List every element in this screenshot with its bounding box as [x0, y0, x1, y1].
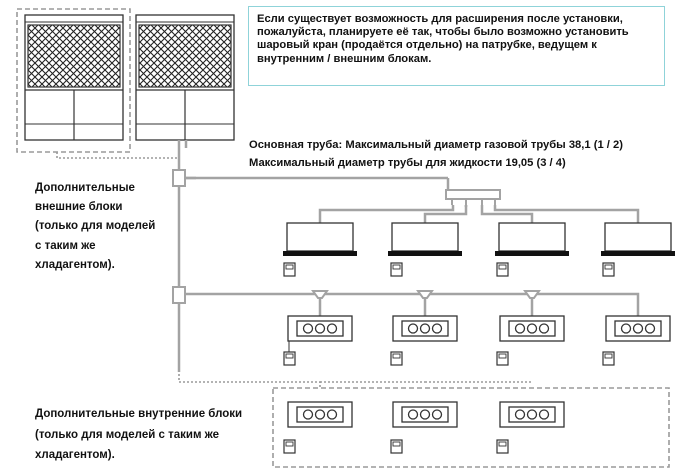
label-line: Дополнительные [35, 182, 135, 194]
indoor-cassette-unit-1 [287, 315, 353, 342]
additional-indoor-units-label: Дополнительные внутренние блоки (только … [35, 404, 242, 466]
optional-piping-dotted [56, 152, 532, 388]
note-line: шаровый кран (продаётся отдельно) на пат… [257, 39, 597, 52]
remote-controller-icon [283, 262, 615, 277]
label-line: внешние блоки [35, 201, 123, 214]
indoor-ceiling-unit-1 [281, 217, 359, 258]
label-line: Дополнительные внутренние блоки [35, 408, 243, 420]
label-line: с таким же [35, 239, 96, 252]
label-line: (только для моделей с таким же [35, 428, 220, 441]
label-line: хладагентом). [35, 449, 115, 461]
indoor-cassette-unit-additional-3 [499, 401, 565, 428]
label-line: хладагентом). [35, 258, 115, 271]
indoor-ceiling-unit-3 [493, 217, 571, 258]
indoor-cassette-unit-additional-1 [287, 401, 353, 428]
indoor-cassette-unit-3 [499, 315, 565, 342]
indoor-ceiling-unit-4 [599, 217, 677, 258]
additional-indoor-dashed-boundary [272, 387, 670, 468]
indoor-ceiling-unit-2 [386, 217, 464, 258]
main-pipe-gas-spec: Основная труба: Максимальный диаметр газ… [249, 139, 623, 151]
branch-header [445, 189, 501, 205]
installation-note-box: Если существует возможность для расширен… [248, 6, 665, 86]
remote-controller-icon [283, 341, 615, 366]
branch-joint-lower [172, 286, 186, 304]
indoor-cassette-unit-additional-2 [392, 401, 458, 428]
main-pipe-liquid-spec: Максимальный диаметр трубы для жидкости … [249, 157, 566, 169]
indoor-cassette-unit-2 [392, 315, 458, 342]
note-line: Если существует возможность для расширен… [257, 13, 623, 25]
indoor-cassette-unit-4 [605, 315, 671, 342]
additional-outdoor-dashed-boundary [16, 8, 131, 153]
note-line: внутренним / внешним блокам. [257, 52, 432, 65]
additional-outdoor-units-label: Дополнительные внешние блоки (только для… [35, 179, 155, 275]
remote-controller-icon [283, 439, 509, 454]
branch-joint-upper [172, 169, 186, 187]
label-line: (только для моделей [35, 220, 156, 233]
outdoor-unit-main [135, 14, 235, 141]
y-joints-cassette [311, 290, 541, 299]
note-line: пожалуйста, планируете её так, чтобы был… [257, 26, 629, 39]
outdoor-unit-additional [24, 14, 124, 141]
